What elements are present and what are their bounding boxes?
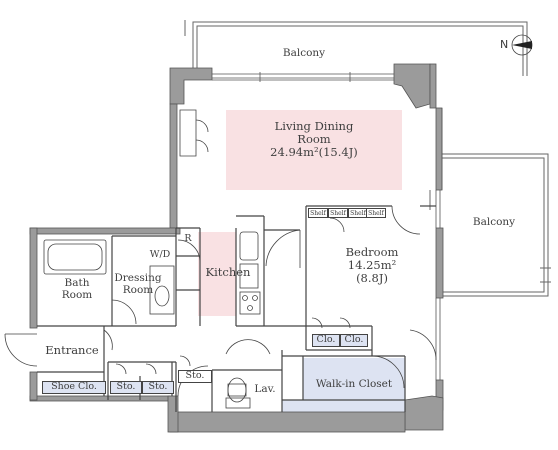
walk-in-closet-label: Walk-in Closet: [315, 378, 393, 390]
kitchen-fill: [198, 232, 236, 316]
living-room-name-line2: Room: [297, 132, 331, 147]
bedroom-tatami: (8.8J): [356, 271, 388, 286]
shelf-3-label: Shelf: [348, 208, 368, 218]
lavatory-fixtures: [225, 339, 271, 409]
bedroom-name: Bedroom: [345, 245, 399, 259]
balcony-right-outline: [440, 153, 551, 297]
windows-right: [435, 108, 443, 380]
kitchen-fixtures: [239, 231, 261, 315]
dressing-room-line2: Room: [122, 284, 154, 297]
bath-room-line1: Bath: [64, 277, 90, 289]
shoe-closet-label: Shoe Clo.: [42, 381, 106, 394]
refrigerator-label: R: [184, 233, 192, 244]
bath-fixtures: [43, 239, 107, 275]
dressing-fixtures: [149, 265, 175, 315]
storage-2-label: Sto.: [142, 381, 174, 394]
washer-dryer-label: W/D: [149, 249, 171, 260]
shelf-1-label: Shelf: [308, 208, 328, 218]
shelf-2-label: Shelf: [328, 208, 348, 218]
balcony-top-outline: [184, 20, 528, 76]
closet-2-label: Clo.: [340, 334, 368, 347]
windows-top: [212, 72, 394, 82]
living-room-area: 24.94m²(15.4J): [270, 145, 358, 160]
kitchen-label: Kitchen: [205, 265, 251, 279]
compass-label: N: [500, 38, 509, 51]
compass-arrow-icon: [511, 34, 533, 56]
entrance-label: Entrance: [45, 343, 99, 357]
closet-1-label: Clo.: [312, 334, 340, 347]
storage-3-label: Sto.: [178, 370, 212, 383]
exterior-walls: [29, 63, 444, 433]
bedroom-area: 14.25m²: [347, 258, 397, 273]
cabinet-doors: [115, 109, 351, 375]
bedroom-label: Bedroom 14.25m² (8.8J): [330, 245, 414, 286]
north-compass: N: [500, 33, 538, 57]
balcony-right-label: Balcony: [472, 216, 516, 228]
living-room-fill: [226, 110, 402, 190]
lavatory-label: Lav.: [254, 383, 276, 395]
dressing-room-line1: Dressing: [114, 272, 162, 284]
living-room-label: Living Dining Room 24.94m²(15.4J): [236, 119, 392, 160]
walk-in-closet-fill: [303, 358, 405, 418]
bath-room-line2: Room: [61, 289, 93, 302]
balcony-top-label: Balcony: [282, 47, 326, 59]
storage-1-label: Sto.: [110, 381, 142, 394]
dressing-room-label: Dressing Room: [110, 272, 166, 296]
living-room-name-line1: Living Dining: [274, 119, 354, 133]
bath-room-label: Bath Room: [52, 277, 102, 301]
shelf-4-label: Shelf: [366, 208, 386, 218]
